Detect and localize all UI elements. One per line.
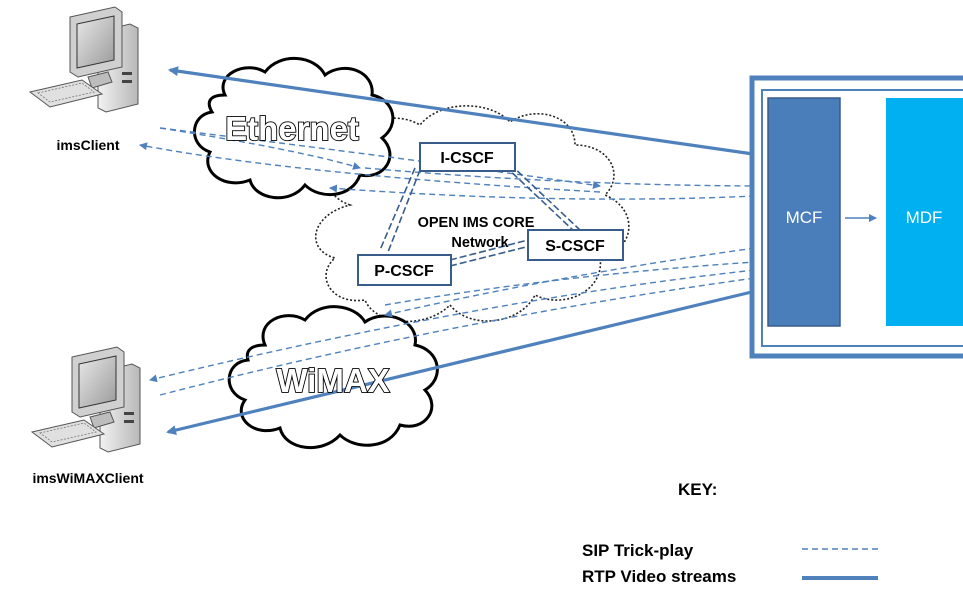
pcscf-label: P-CSCF: [374, 263, 434, 280]
legend: KEY: SIP Trick-play RTP Video streams: [582, 480, 878, 586]
pcscf-box: P-CSCF: [357, 254, 452, 286]
icscf-label: I-CSCF: [440, 150, 494, 167]
legend-sip-label: SIP Trick-play: [582, 541, 694, 560]
scscf-box: S-CSCF: [527, 229, 624, 261]
mdf-block: MDF: [886, 98, 963, 326]
sip-lines-bottom: [149, 247, 756, 396]
desktop-computer-icon: [28, 6, 139, 113]
sip-lines-top: [139, 127, 756, 200]
legend-rtp-label: RTP Video streams: [582, 567, 736, 586]
top-client-label: imsClient: [56, 137, 119, 153]
wimax-label: WiMAX: [276, 362, 389, 399]
bottom-client-label: imsWiMAXClient: [32, 470, 143, 486]
legend-title: KEY:: [678, 480, 717, 499]
ethernet-label: Ethernet: [225, 110, 359, 147]
media-server: MCF MDF: [749, 75, 963, 359]
core-label-line1: OPEN IMS CORE: [418, 215, 535, 231]
scscf-label: S-CSCF: [545, 238, 605, 255]
mcf-block: MCF: [767, 97, 841, 327]
icscf-box: I-CSCF: [419, 142, 516, 172]
mcf-label: MCF: [786, 208, 823, 227]
cscf-links: [379, 163, 581, 267]
mdf-label: MDF: [906, 208, 943, 227]
core-label-line2: Network: [451, 235, 509, 251]
desktop-computer-icon: [30, 346, 141, 453]
rtp-streams: [166, 66, 761, 435]
ethernet-cloud: [193, 57, 395, 200]
